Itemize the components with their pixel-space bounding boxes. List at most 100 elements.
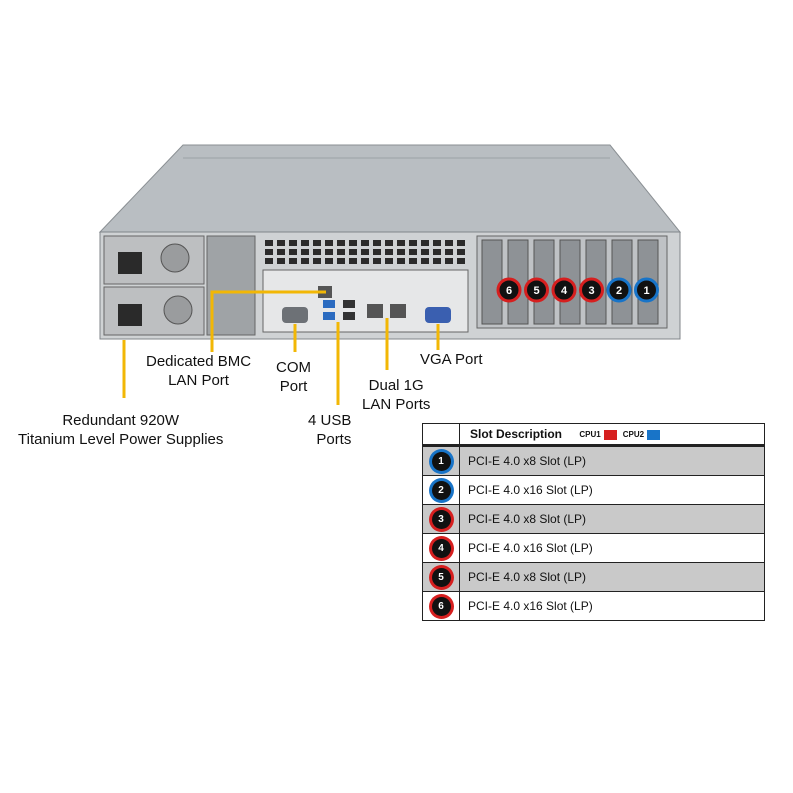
slot-description: PCI-E 4.0 x16 Slot (LP): [459, 475, 765, 505]
vent-slot: [433, 258, 441, 264]
vent-slot: [313, 249, 321, 255]
slot-number-badge: 6: [431, 596, 451, 616]
vent-slot: [349, 249, 357, 255]
slot-badge-number: 4: [561, 285, 568, 297]
vent-slot: [277, 240, 285, 246]
table-row: 2 PCI-E 4.0 x16 Slot (LP): [422, 475, 765, 505]
bmc-label: Dedicated BMC LAN Port: [146, 353, 252, 389]
vent-slot: [337, 249, 345, 255]
vent-slot: [289, 258, 297, 264]
slot-number-badge: 5: [431, 567, 451, 587]
slot-badge-number: 5: [533, 285, 539, 297]
vent-slot: [301, 249, 309, 255]
slot-badge-number: 2: [616, 285, 622, 297]
table-row: 4 PCI-E 4.0 x16 Slot (LP): [422, 533, 765, 563]
vent-slot: [337, 258, 345, 264]
table-row: 5 PCI-E 4.0 x8 Slot (LP): [422, 562, 765, 592]
slot-badge-ring: [634, 277, 659, 303]
slot-description: PCI-E 4.0 x8 Slot (LP): [459, 562, 765, 592]
cpu2-swatch: [647, 429, 661, 440]
slot-badge-number: 1: [643, 285, 649, 297]
usb-label: 4 USB Ports: [308, 412, 352, 448]
slot-description: PCI-E 4.0 x8 Slot (LP): [459, 445, 765, 476]
vent-slot: [277, 249, 285, 255]
vent-slot: [289, 240, 297, 246]
vent-slot: [265, 249, 273, 255]
vent-slot: [457, 258, 465, 264]
vent-slot: [325, 249, 333, 255]
vent-slot: [397, 240, 405, 246]
vent-slot: [433, 240, 441, 246]
vent-slot: [397, 258, 405, 264]
vent-slot: [397, 249, 405, 255]
com-label: COM Port: [276, 359, 311, 395]
vent-slot: [361, 258, 369, 264]
vent-slot: [361, 240, 369, 246]
slot-badge-ring: [579, 277, 604, 303]
vent-slot: [409, 258, 417, 264]
vent-slot: [289, 249, 297, 255]
vent-slot: [457, 240, 465, 246]
vent-slot: [409, 240, 417, 246]
com-port-shape: [282, 307, 308, 323]
vent-slot: [265, 240, 273, 246]
vent-slot: [445, 249, 453, 255]
slot-badge-ring: [606, 277, 632, 303]
lan-label: Dual 1G LAN Ports: [362, 377, 431, 413]
slot-description: PCI-E 4.0 x8 Slot (LP): [459, 504, 765, 534]
vent-slot: [385, 240, 393, 246]
vent-grid: [206, 235, 256, 336]
slot-number-badge: 4: [431, 538, 451, 558]
vent-slot: [433, 249, 441, 255]
pcie-slot-badges: 6 5 4 3 2 1: [496, 277, 659, 303]
power-supply-top: [103, 235, 205, 285]
slot-badge-number: 6: [506, 285, 512, 297]
slot-description: PCI-E 4.0 x16 Slot (LP): [459, 533, 765, 563]
vent-slot: [421, 240, 429, 246]
vent-slot: [349, 258, 357, 264]
vent-slot: [301, 258, 309, 264]
vent-slot: [373, 240, 381, 246]
vent-slot: [385, 249, 393, 255]
usb-port-shape: [323, 300, 335, 308]
vent-slot: [325, 258, 333, 264]
vent-slot: [361, 249, 369, 255]
slot-number-badge: 2: [431, 480, 451, 500]
vent-slot: [277, 258, 285, 264]
slot-badge-ring: [524, 277, 549, 303]
vent-slot: [445, 258, 453, 264]
psu-label: Redundant 920W Titanium Level Power Supp…: [18, 412, 224, 448]
vent-slot: [445, 240, 453, 246]
vent-slot: [409, 249, 417, 255]
vent-slot: [325, 240, 333, 246]
vent-slot: [265, 258, 273, 264]
vent-slot: [313, 240, 321, 246]
slot-badge-ring: [551, 277, 577, 303]
lan-port-shape: [367, 304, 383, 318]
slot-number-badge: 3: [431, 509, 451, 529]
vent-slot: [457, 249, 465, 255]
vent-slot: [385, 258, 393, 264]
slot-badge-ring: [496, 277, 522, 303]
vent-slot: [373, 249, 381, 255]
power-supply-bottom: [103, 286, 205, 336]
vent-slots: [265, 240, 465, 264]
vent-slot: [421, 258, 429, 264]
vga-label: VGA Port: [420, 351, 483, 368]
vent-slot: [373, 258, 381, 264]
slot-badge-number: 3: [588, 285, 594, 297]
vent-slot: [421, 249, 429, 255]
bmc-leader: [210, 290, 326, 352]
pcie-slot-cover: [481, 239, 503, 325]
table-row: 3 PCI-E 4.0 x8 Slot (LP): [422, 504, 765, 534]
vga-port-shape: [425, 307, 451, 323]
vent-slot: [313, 258, 321, 264]
leader-lines: [122, 290, 440, 405]
